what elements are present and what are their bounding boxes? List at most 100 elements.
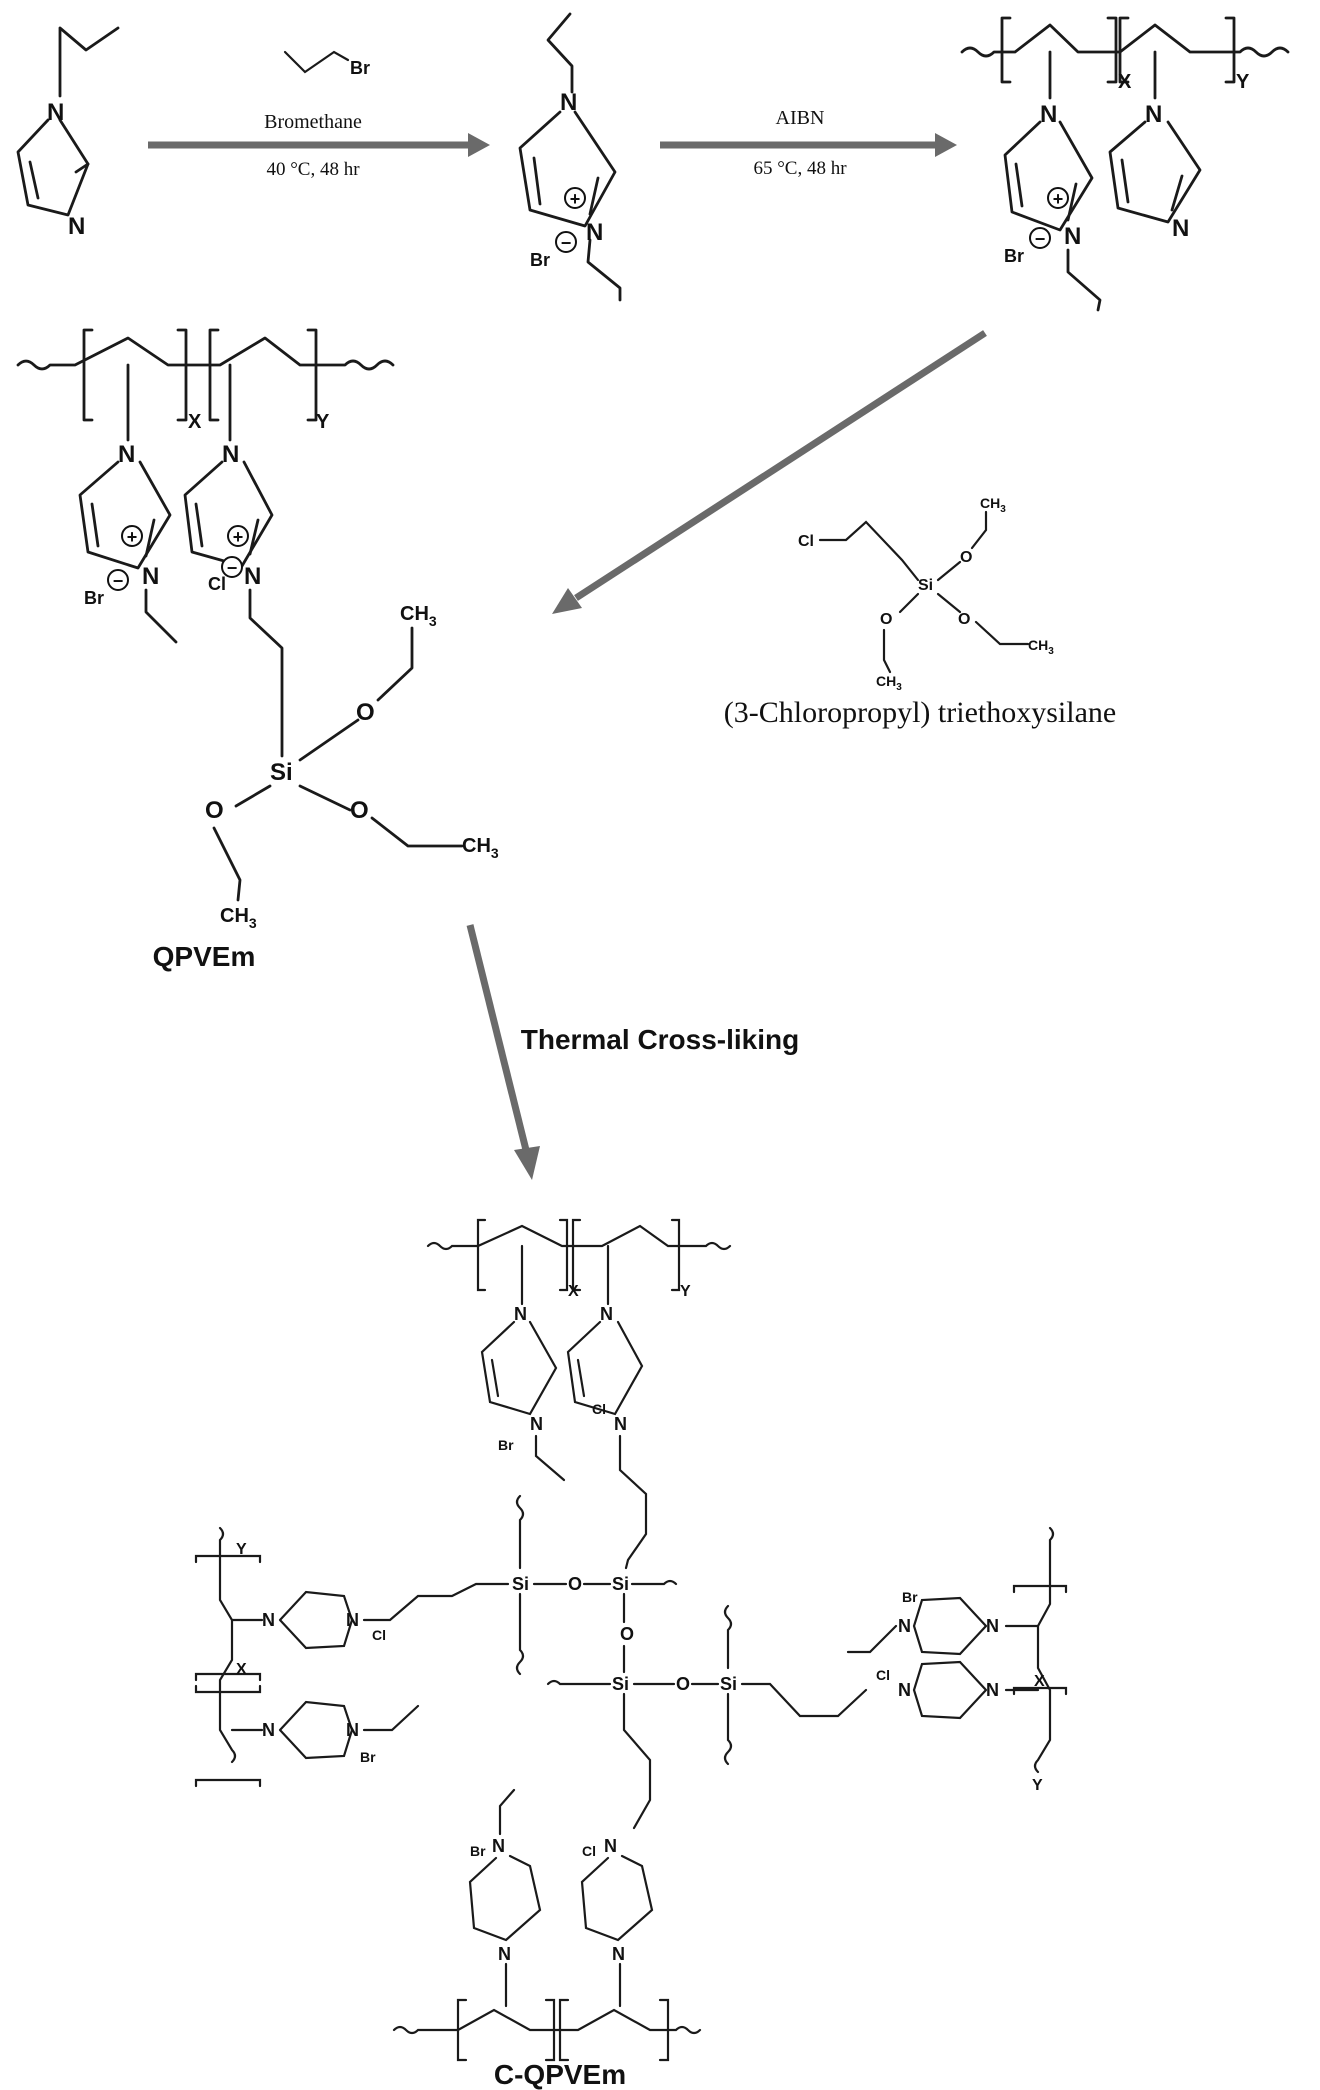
silane-name-label: (3-Chloropropyl) triethoxysilane — [724, 696, 1116, 729]
bromide-ion: Br — [498, 1437, 514, 1453]
ch3-group: CH3 — [462, 835, 499, 861]
qpvem-label: QPVEm — [153, 941, 256, 972]
cqpvem-label: C-QPVEm — [494, 2059, 626, 2090]
atom-cl: Cl — [798, 533, 814, 550]
step2-conditions: 65 °C, 48 hr — [753, 158, 847, 179]
atom-si: Si — [612, 1574, 629, 1594]
svg-text:−: − — [227, 558, 238, 578]
atom-n: N — [986, 1680, 999, 1700]
ch3-group: CH3 — [1028, 637, 1054, 657]
polymer-y-subscript: Y — [1236, 71, 1250, 93]
network-x: X — [1034, 1673, 1045, 1690]
atom-n-plus: N — [586, 219, 603, 246]
svg-text:−: − — [561, 233, 572, 253]
reaction-arrow-4 — [466, 924, 540, 1180]
network-y: Y — [680, 1283, 691, 1300]
atom-si: Si — [720, 1674, 737, 1694]
ch3-group: CH3 — [876, 673, 902, 693]
bromide-ion: Br — [470, 1843, 486, 1859]
atom-o: O — [620, 1624, 634, 1644]
atom-n-plus: N — [244, 563, 261, 590]
atom-n: N — [262, 1720, 275, 1740]
network-x: X — [568, 1283, 579, 1300]
atom-o: O — [676, 1674, 690, 1694]
copolymer-structure: X Y N N + Br − N N — [960, 16, 1290, 312]
bromide-ion: Br — [360, 1749, 376, 1765]
aibn-label: AIBN — [776, 107, 825, 129]
atom-n: N — [222, 441, 239, 468]
atom-n-plus: N — [898, 1680, 911, 1700]
reaction-arrow-2 — [660, 133, 957, 157]
atom-n-plus: N — [604, 1836, 617, 1856]
atom-n: N — [600, 1304, 613, 1324]
atom-o: O — [880, 611, 892, 628]
atom-n: N — [1040, 101, 1057, 128]
atom-n-plus: N — [346, 1720, 359, 1740]
svg-text:−: − — [113, 571, 124, 591]
atom-n: N — [986, 1616, 999, 1636]
cqpvem-network-structure: X Y N N Br N N Cl Si O Si O Si O Si — [194, 1218, 1068, 2062]
atom-si: Si — [918, 577, 933, 594]
atom-n: N — [514, 1304, 527, 1324]
reaction-arrow-1 — [148, 133, 490, 157]
ch3-group: CH3 — [400, 603, 437, 629]
chloride-ion: Cl — [372, 1627, 386, 1643]
qpvem-y-subscript: Y — [316, 411, 330, 433]
atom-o: O — [350, 797, 369, 824]
svg-text:+: + — [233, 527, 244, 547]
svg-text:+: + — [1053, 189, 1064, 209]
atom-o: O — [960, 549, 972, 566]
network-x: X — [236, 1661, 247, 1678]
polymer-x-subscript: X — [1118, 71, 1132, 93]
atom-n: N — [498, 1944, 511, 1964]
atom-o: O — [958, 611, 970, 628]
bromethane-label: Bromethane — [264, 111, 362, 133]
atom-n-plus: N — [898, 1616, 911, 1636]
svg-text:+: + — [127, 527, 138, 547]
reaction-arrow-3 — [552, 330, 987, 614]
atom-n: N — [1145, 101, 1162, 128]
atom-n-plus: N — [1064, 223, 1081, 250]
vinylimidazole-structure: N N — [16, 26, 120, 240]
ch3-group: CH3 — [220, 905, 257, 931]
svg-text:−: − — [1035, 229, 1046, 249]
svg-text:+: + — [570, 189, 581, 209]
chloride-ion: Cl — [592, 1401, 606, 1417]
network-y: Y — [236, 1541, 247, 1558]
silane-structure: Cl Si O CH3 O CH3 O CH3 — [798, 495, 1054, 693]
atom-n-plus: N — [492, 1836, 505, 1856]
qpvem-structure: X Y N N + Br − N N + Cl − Si O CH3 — [16, 328, 499, 931]
atom-o: O — [568, 1574, 582, 1594]
bromide-ion: Br — [1004, 246, 1024, 266]
atom-n-plus: N — [142, 563, 159, 590]
qpvem-x-subscript: X — [188, 411, 202, 433]
atom-n3: N — [1172, 215, 1189, 242]
atom-n: N — [262, 1610, 275, 1630]
crosslink-label: Thermal Cross-liking — [521, 1024, 800, 1055]
atom-si: Si — [512, 1574, 529, 1594]
chloride-ion: Cl — [876, 1667, 890, 1683]
atom-n-plus: N — [614, 1414, 627, 1434]
bromide-ion: Br — [530, 250, 550, 270]
atom-si: Si — [612, 1674, 629, 1694]
aibn-reagent: AIBN 65 °C, 48 hr — [753, 107, 847, 179]
atom-o: O — [356, 699, 375, 726]
vinylimidazolium-bromide-structure: N N + Br − — [518, 12, 622, 302]
bromide-ion: Br — [84, 588, 104, 608]
chloride-ion: Cl — [582, 1843, 596, 1859]
ch3-group: CH3 — [980, 495, 1006, 515]
atom-n: N — [560, 89, 577, 116]
bromethane-reagent: Br Bromethane 40 °C, 48 hr — [264, 50, 370, 180]
atom-o: O — [205, 797, 224, 824]
step1-conditions: 40 °C, 48 hr — [266, 159, 360, 180]
network-y: Y — [1032, 1777, 1043, 1794]
atom-n-plus: N — [530, 1414, 543, 1434]
atom-n: N — [612, 1944, 625, 1964]
atom-n: N — [118, 441, 135, 468]
bromethane-br-atom: Br — [350, 58, 370, 78]
bromide-ion: Br — [902, 1589, 918, 1605]
atom-n1: N — [47, 99, 64, 126]
atom-n3: N — [68, 213, 85, 240]
atom-n-plus: N — [346, 1610, 359, 1630]
